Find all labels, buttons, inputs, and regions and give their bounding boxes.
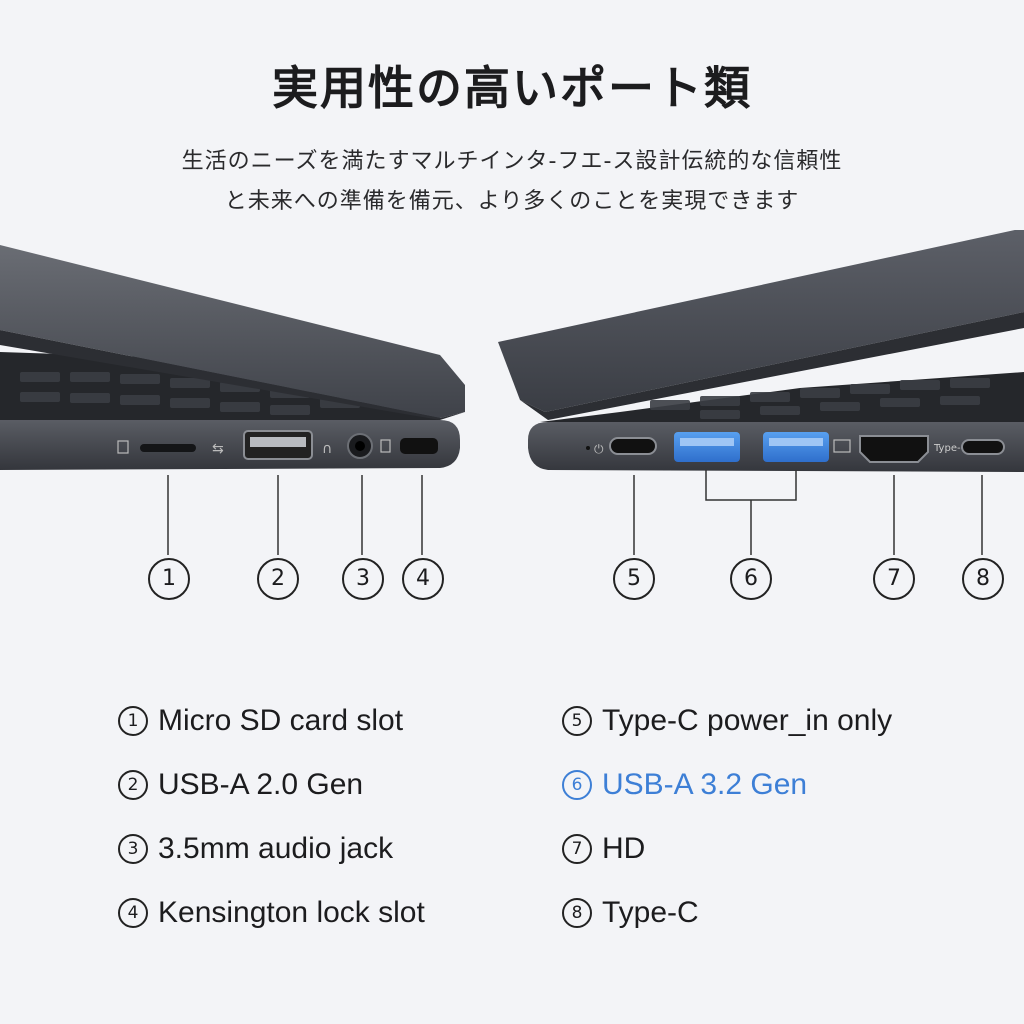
legend-item-3: 3 3.5mm audio jack [118,832,393,866]
legend-num: 2 [118,770,148,800]
legend-item-5: 5 Type-C power_in only [562,704,892,738]
callout-8: 8 [962,558,1004,600]
callout-6: 6 [730,558,772,600]
legend-num: 8 [562,898,592,928]
laptop-ports-illustration: ⇆ ∩ ⏻ [0,230,1024,555]
legend-item-1: 1 Micro SD card slot [118,704,403,738]
legend-item-8: 8 Type-C [562,896,699,930]
page-title: 実用性の高いポート類 [272,61,752,115]
callout-7: 7 [873,558,915,600]
callout-5: 5 [613,558,655,600]
type-c-marking: Type-C [933,443,968,454]
legend-num: 7 [562,834,592,864]
legend-item-2: 2 USB-A 2.0 Gen [118,768,363,802]
legend-label: Micro SD card slot [158,704,404,737]
legend-item-6: 6 USB-A 3.2 Gen [562,768,807,802]
legend-label: HD [602,832,646,865]
legend-label: 3.5mm audio jack [158,832,394,865]
svg-text:∩: ∩ [322,441,332,457]
callout-1: 1 [148,558,190,600]
legend-item-7: 7 HD [562,832,645,866]
svg-text:⏻: ⏻ [594,442,604,456]
callout-4: 4 [402,558,444,600]
callout-3: 3 [342,558,384,600]
legend-num: 5 [562,706,592,736]
legend-num: 3 [118,834,148,864]
legend-label: USB-A 3.2 Gen [602,768,808,801]
subtitle-line-2: と未来への準備を備元、より多くのことを実現できます [224,189,800,214]
legend-item-4: 4 Kensington lock slot [118,896,425,930]
svg-text:⇆: ⇆ [212,441,224,457]
legend-num: 4 [118,898,148,928]
legend-label: USB-A 2.0 Gen [158,768,364,801]
legend-num: 1 [118,706,148,736]
subtitle-line-1: 生活のニーズを満たすマルチインタ-フエ-ス設計伝統的な信頼性 [181,149,843,174]
right-laptop: ⏻ Type-C [498,230,1024,555]
legend-label: Type-C power_in only [602,704,893,737]
legend-num: 6 [562,770,592,800]
callout-2: 2 [257,558,299,600]
left-laptop: ⇆ ∩ [0,245,465,555]
legend-label: Type-C [602,896,699,929]
legend-label: Kensington lock slot [158,896,425,929]
